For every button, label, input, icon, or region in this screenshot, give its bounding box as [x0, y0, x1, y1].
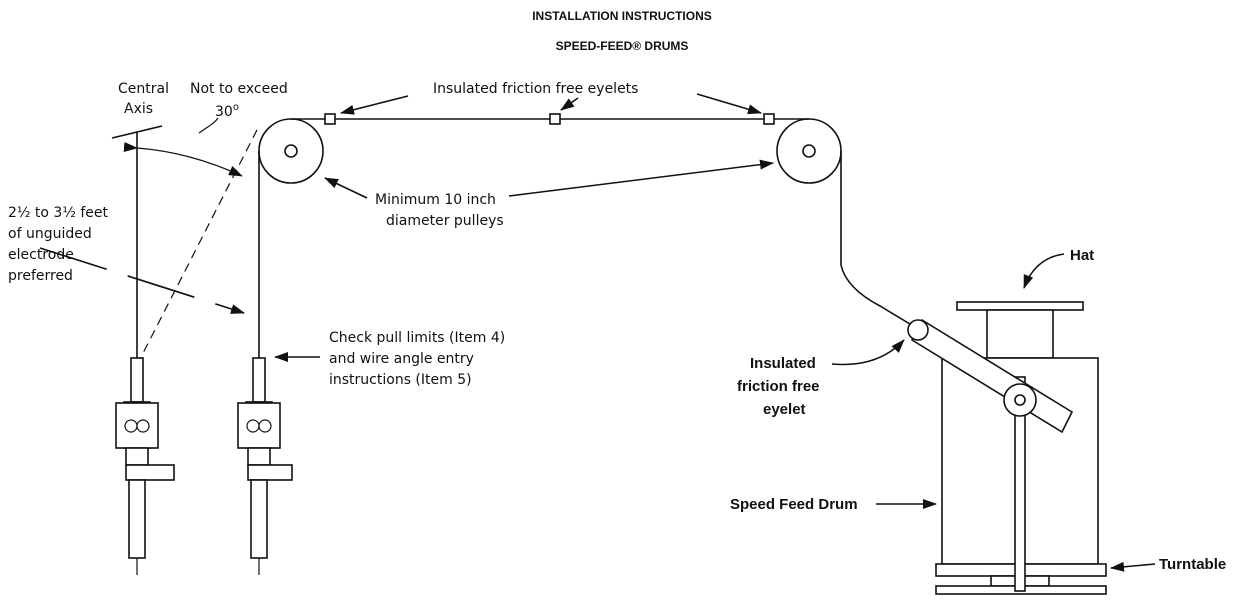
electrode-holder-left: [115, 357, 175, 575]
speed-feed-drum: [907, 301, 1107, 595]
angle-limit-value: 30o: [215, 102, 239, 120]
max-angle-dashed-line: [136, 127, 259, 366]
check-label-line2: and wire angle entry: [329, 351, 474, 367]
angle-arc: [123, 142, 243, 177]
eyelet-center: [549, 113, 561, 125]
check-label-line1: Check pull limits (Item 4): [329, 330, 505, 346]
page-title: INSTALLATION INSTRUCTIONS: [532, 9, 712, 23]
pulleys-arrow-right: [508, 159, 774, 197]
page-subtitle: SPEED-FEED® DRUMS: [556, 39, 689, 53]
drum-post: [1014, 376, 1026, 592]
eyelet-label-line2: friction free: [737, 378, 820, 395]
hat-label: Hat: [1070, 247, 1094, 264]
angle-pointer-line: [198, 117, 219, 134]
drum-feed-wire: [840, 151, 921, 331]
central-axis-label-line1: Central: [118, 81, 169, 97]
eyelets-arrow-center: [560, 97, 579, 111]
hat-arrow: [1023, 253, 1065, 289]
unguided-arrow: [39, 247, 245, 314]
turntable-label: Turntable: [1159, 556, 1226, 573]
check-label-line3: instructions (Item 5): [329, 372, 472, 388]
eyelet-arrow: [831, 339, 905, 366]
eyelets-arrow-right: [696, 93, 762, 115]
drum-label: Speed Feed Drum: [730, 496, 858, 513]
right-pulley-hub: [802, 144, 816, 158]
eyelet-label-line3: eyelet: [763, 401, 806, 418]
central-axis-label-line2: Axis: [124, 101, 153, 117]
unguided-label-line3: electrode: [8, 247, 74, 263]
pulleys-label-line2: diameter pulleys: [386, 213, 504, 229]
eyelet-left: [324, 113, 336, 125]
eyelet-right: [763, 113, 775, 125]
pulleys-label-line1: Minimum 10 inch: [375, 192, 496, 208]
unguided-label-line2: of unguided: [8, 226, 92, 242]
unguided-label-line4: preferred: [8, 268, 73, 284]
pulleys-arrow-left: [324, 177, 368, 199]
electrode-holder-right: [237, 357, 293, 575]
drum-hat: [956, 301, 1084, 311]
turntable-arrow: [1110, 561, 1156, 572]
unguided-label-line1: 2½ to 3½ feet: [8, 205, 109, 221]
central-axis: [111, 125, 163, 365]
drum-eyelet: [907, 319, 929, 341]
eyelets-arrow-left: [340, 95, 409, 115]
left-pulley-hub: [284, 144, 298, 158]
angle-limit-label-line1: Not to exceed: [190, 81, 288, 97]
eyelet-label-line1: Insulated: [750, 355, 816, 372]
eyelets-label: Insulated friction free eyelets: [433, 81, 638, 97]
